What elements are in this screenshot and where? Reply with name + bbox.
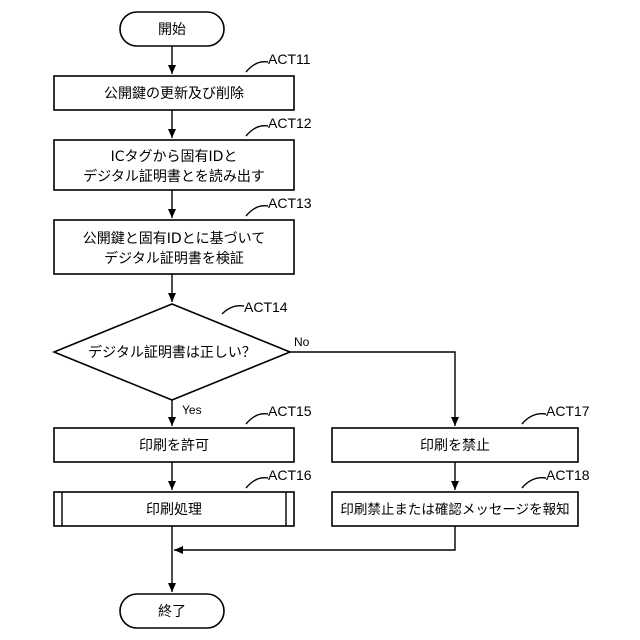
act14-text: デジタル証明書は正しい？	[88, 344, 256, 361]
act15-text: 印刷を許可	[139, 438, 209, 454]
act18-tag: ACT18	[546, 467, 590, 483]
act11-text: 公開鍵の更新及び削除	[104, 86, 244, 102]
act14-tag: ACT14	[244, 299, 288, 315]
step-act17: 印刷を禁止 ACT17	[332, 403, 590, 462]
step-act16: 印刷処理 ACT16	[54, 467, 312, 526]
decision-act14: デジタル証明書は正しい？ ACT14	[54, 299, 290, 400]
act16-text: 印刷処理	[146, 502, 202, 518]
act17-text: 印刷を禁止	[420, 438, 490, 454]
step-act12: ICタグから固有IDと デジタル証明書とを読み出す ACT12	[54, 115, 312, 190]
act12-text-line1: ICタグから固有IDと	[111, 149, 238, 165]
act16-leader	[246, 478, 268, 488]
act11-tag: ACT11	[268, 51, 311, 67]
act16-tag: ACT16	[268, 467, 312, 483]
act17-leader	[522, 414, 546, 424]
act13-text-line2: デジタル証明書を検証	[104, 250, 244, 267]
yes-label: Yes	[182, 403, 202, 417]
act15-leader	[246, 414, 268, 424]
act18-leader	[522, 478, 546, 488]
act13-leader	[246, 206, 268, 216]
act12-leader	[246, 126, 268, 136]
act12-text-line2: デジタル証明書とを読み出す	[83, 168, 265, 185]
act11-leader	[246, 62, 268, 72]
step-act13: 公開鍵と固有IDとに基づいて デジタル証明書を検証 ACT13	[54, 195, 312, 274]
act18-text: 印刷禁止または確認メッセージを報知	[340, 501, 569, 518]
step-act18: 印刷禁止または確認メッセージを報知 ACT18	[332, 467, 590, 526]
step-act11: 公開鍵の更新及び削除 ACT11	[54, 51, 311, 110]
end-terminal: 終了	[120, 594, 224, 628]
act12-tag: ACT12	[268, 115, 312, 131]
start-label: 開始	[158, 22, 186, 38]
no-label: No	[294, 335, 310, 349]
connector-no	[290, 352, 455, 426]
act13-text-line1: 公開鍵と固有IDとに基づいて	[83, 230, 266, 247]
act14-leader	[222, 306, 244, 314]
act17-tag: ACT17	[546, 403, 590, 419]
act15-tag: ACT15	[268, 403, 312, 419]
start-terminal: 開始	[120, 12, 224, 46]
act13-tag: ACT13	[268, 195, 312, 211]
connector-act18-merge	[174, 526, 455, 550]
end-label: 終了	[158, 604, 186, 620]
